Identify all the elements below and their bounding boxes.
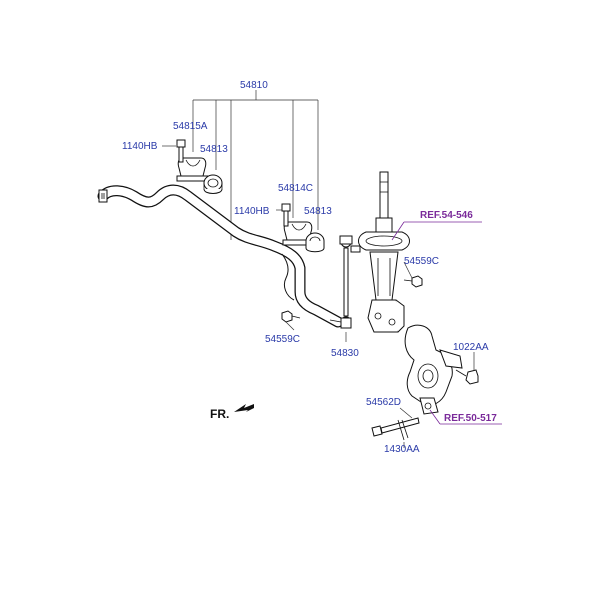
bolt-54562D (371, 417, 420, 437)
ref-strut: REF.54-546 (420, 210, 473, 221)
bolt-1140HB-top (176, 139, 186, 163)
ref-knuckle: REF.50-517 (444, 413, 497, 424)
label-54813-right: 54813 (304, 206, 332, 217)
front-direction-indicator: FR. (210, 404, 254, 421)
leader-lines (162, 145, 502, 448)
label-54562D: 54562D (366, 397, 401, 408)
nut-1022AA (455, 369, 479, 385)
label-54810: 54810 (240, 80, 268, 91)
label-54559C-left: 54559C (265, 334, 300, 345)
label-1430AA: 1430AA (384, 444, 420, 455)
front-label: FR. (210, 407, 229, 421)
label-1140HB-mid: 1140HB (234, 206, 270, 217)
bolt-1140HB-mid (281, 203, 291, 227)
strut-assembly (358, 171, 410, 333)
nut-54559C-left (281, 310, 301, 323)
steering-knuckle (404, 324, 463, 415)
assembly-bracket-54810 (192, 90, 319, 240)
label-1140HB-top: 1140HB (122, 141, 158, 152)
label-54830: 54830 (331, 348, 359, 359)
label-54815A: 54815A (173, 121, 208, 132)
front-arrow-icon (234, 404, 254, 412)
pin-1430AA (397, 419, 409, 441)
label-54813-left: 54813 (200, 144, 228, 155)
bushing-54813-left (203, 174, 223, 194)
stabilizer-bar (97, 184, 344, 328)
label-54814C: 54814C (278, 183, 313, 194)
nut-54559C-right (403, 275, 423, 288)
stabilizer-link-54830 (329, 235, 361, 329)
bushing-54813-right (305, 232, 325, 253)
label-1022AA: 1022AA (453, 342, 489, 353)
label-54559C-right: 54559C (404, 256, 439, 267)
